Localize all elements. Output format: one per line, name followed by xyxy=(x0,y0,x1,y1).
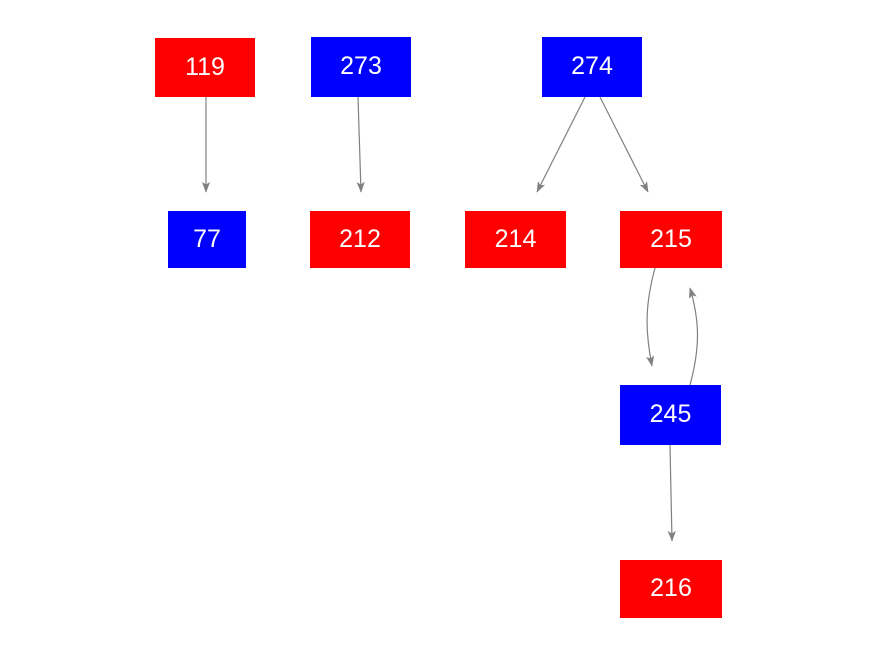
graph-node-label: 119 xyxy=(185,52,225,81)
graph-node-77[interactable]: 77 xyxy=(168,211,246,268)
graph-node-label: 216 xyxy=(650,574,692,602)
edge-paths xyxy=(201,96,699,542)
graph-edge-215-to-245 xyxy=(646,267,656,367)
graph-node-245[interactable]: 245 xyxy=(620,385,721,445)
graph-node-274[interactable]: 274 xyxy=(542,37,642,97)
graph-node-212[interactable]: 212 xyxy=(310,211,410,268)
graph-node-216[interactable]: 216 xyxy=(620,560,722,618)
graph-edge-274-to-214 xyxy=(536,96,586,193)
graph-node-119[interactable]: 119 xyxy=(155,38,255,97)
graph-node-label: 215 xyxy=(650,224,692,253)
graph-node-label: 274 xyxy=(571,52,613,80)
graph-node-label: 273 xyxy=(340,52,382,80)
graph-node-label: 212 xyxy=(339,224,381,253)
graph-node-label: 245 xyxy=(649,400,692,428)
graph-node-label: 214 xyxy=(494,224,537,253)
graph-edge-274-to-215 xyxy=(599,96,649,193)
graph-node-215[interactable]: 215 xyxy=(620,211,722,268)
graph-node-label: 77 xyxy=(193,224,221,253)
graph-node-273[interactable]: 273 xyxy=(311,37,411,97)
graph-node-214[interactable]: 214 xyxy=(465,211,566,268)
graph-edge-245-to-215 xyxy=(688,287,699,386)
graph-edge-245-to-216 xyxy=(667,444,676,542)
graph-edge-273-to-212 xyxy=(356,96,365,193)
